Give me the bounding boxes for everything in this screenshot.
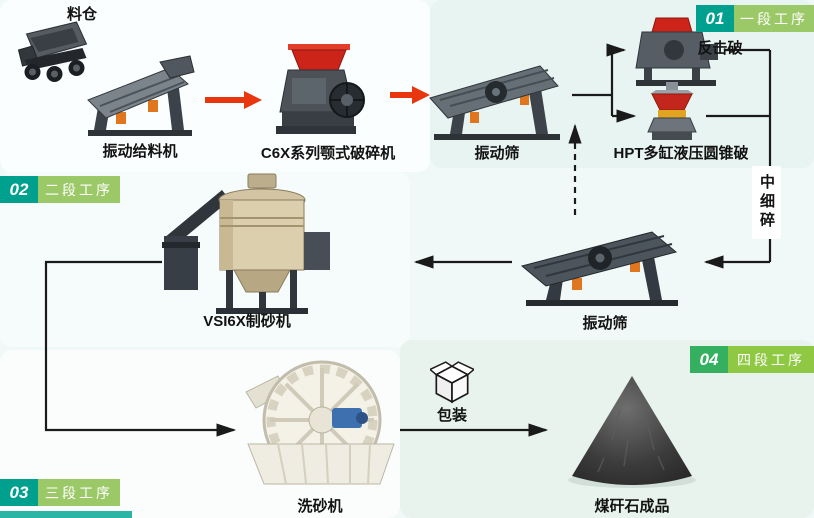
stage1-number: 01 — [696, 5, 734, 32]
stage4-label: 四段工序 — [728, 346, 814, 373]
packaging-label: 包装 — [436, 407, 467, 424]
vibrating-screen-icon — [424, 52, 569, 144]
product-pile-icon — [562, 370, 702, 492]
dump-truck-icon — [14, 18, 110, 86]
cone-crusher-label: HPT多缸液压圆锥破 — [613, 145, 749, 162]
bottom-accent-bar — [0, 511, 132, 518]
sand-maker-label: VSI6X制砂机 — [203, 313, 291, 330]
silo-label: 料仓 — [66, 6, 97, 23]
mid-fine-label: 中细碎 — [752, 166, 781, 239]
screen2-label: 振动筛 — [582, 315, 628, 332]
screen1-label: 振动筛 — [474, 145, 520, 162]
stage2-badge: 02 二段工序 — [0, 176, 120, 203]
impact-crusher-label: 反击破 — [697, 40, 743, 57]
product-label: 煤矸石成品 — [594, 498, 670, 515]
sand-washer-label: 洗砂机 — [297, 498, 343, 515]
jaw-crusher-icon — [262, 42, 367, 144]
stage2-label: 二段工序 — [38, 176, 120, 203]
stage3-label: 三段工序 — [38, 479, 120, 506]
stage3-number: 03 — [0, 479, 38, 506]
stage1-label: 一段工序 — [734, 5, 814, 32]
stage3-badge: 03 三段工序 — [0, 479, 120, 506]
stage4-number: 04 — [690, 346, 728, 373]
sand-washer-icon — [244, 352, 396, 494]
package-box-icon — [430, 360, 474, 406]
vsi-sand-maker-icon — [162, 172, 340, 314]
jaw-crusher-label: C6X系列颚式破碎机 — [260, 145, 396, 162]
stage4-badge: 04 四段工序 — [690, 346, 814, 373]
vibrating-screen-2-icon — [514, 220, 689, 308]
vibrating-feeder-icon — [82, 54, 197, 142]
feeder-label: 振动给料机 — [102, 143, 178, 160]
stage1-badge: 01 一段工序 — [696, 5, 814, 32]
cone-crusher-icon — [642, 82, 702, 146]
stage2-number: 02 — [0, 176, 38, 203]
